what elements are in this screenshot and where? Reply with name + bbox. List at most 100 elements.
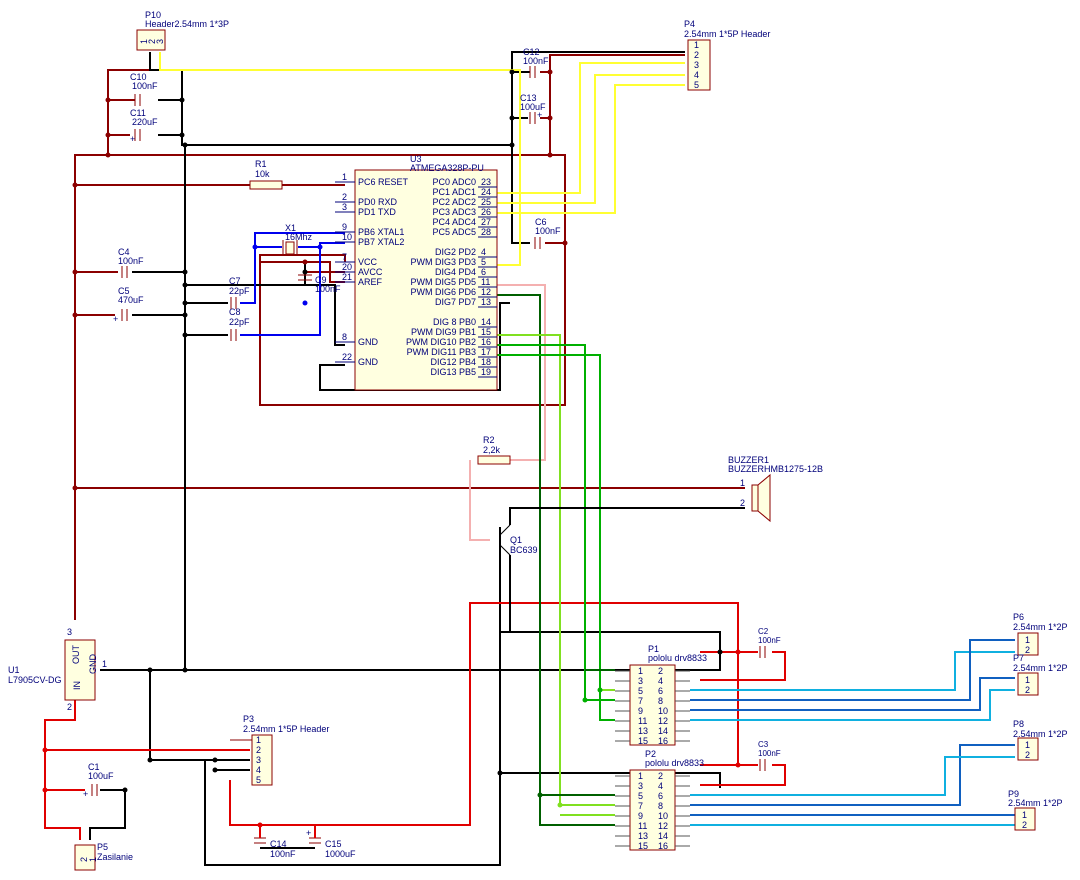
u3-left-pin-name: AVCC	[358, 267, 383, 277]
c4-ref: C4	[118, 247, 130, 257]
drv-pin-num: 5	[638, 791, 643, 801]
u3-left-pin-num: 21	[342, 272, 352, 282]
drv-pin-num: 4	[658, 781, 663, 791]
p5-pin-1: 1	[88, 857, 98, 862]
c5-capacitor: C5 470uF +	[113, 286, 144, 324]
p10-ref: P10	[145, 10, 161, 20]
p9-pin-1: 1	[1022, 810, 1027, 820]
wire-green-pb1	[497, 334, 615, 806]
q1-value: BC639	[510, 545, 538, 555]
drv-pin-num: 6	[658, 686, 663, 696]
c13-ref: C13	[520, 93, 537, 103]
p5-value: Zasilanie	[97, 852, 133, 862]
u3-left-pin-name: PD0 RXD	[358, 197, 398, 207]
u3-right-pin-num: 26	[481, 207, 491, 217]
u3-right-pin-num: 4	[481, 247, 486, 257]
p8-pin-1: 1	[1025, 740, 1030, 750]
drv-pin-num: 10	[658, 706, 668, 716]
c3-value: 100nF	[758, 749, 781, 758]
p3-pin-3: 3	[256, 755, 261, 765]
u3-right-pin-name: PC1 ADC1	[432, 187, 476, 197]
u3-left-pin-num: 10	[342, 232, 352, 242]
c4-value: 100nF	[118, 256, 144, 266]
p6-ref: P6	[1013, 612, 1024, 622]
drv-pin-num: 10	[658, 811, 668, 821]
svg-text:+: +	[130, 134, 135, 144]
p8-pin-2: 2	[1025, 750, 1030, 760]
p10-pin-2: 2	[147, 39, 157, 44]
p10-header: 1 2 3 P10 Header2.54mm 1*3P	[136, 10, 229, 51]
p6-pin-2: 2	[1025, 645, 1030, 655]
wire-green-pd6	[497, 294, 615, 826]
p7-ref: P7	[1013, 653, 1024, 663]
drv-pin-num: 3	[638, 676, 643, 686]
p8-value: 2.54mm 1*2P	[1013, 729, 1068, 739]
wires	[44, 51, 1015, 866]
p4-pin-3: 3	[694, 60, 699, 70]
svg-text:+: +	[113, 314, 118, 324]
u3-right-pin-name: PC5 ADC5	[432, 227, 476, 237]
p4-value: 2.54mm 1*5P Header	[684, 29, 770, 39]
p5-ref: P5	[97, 842, 108, 852]
c2-ref: C2	[758, 627, 769, 636]
wire-gnd-c1	[149, 670, 501, 866]
c9-capacitor: C9 100nF	[298, 274, 341, 294]
drv-pin-num: 8	[658, 801, 663, 811]
wire-yellow-adc2	[497, 74, 685, 204]
c14-ref: C14	[270, 839, 287, 849]
p7-connector: 1 2 P7 2.54mm 1*2P	[1013, 653, 1068, 696]
u3-left-pin-name: PB7 XTAL2	[358, 237, 404, 247]
p3-pin-1: 1	[256, 735, 261, 745]
r2-value: 2,2k	[483, 445, 501, 455]
c13-capacitor: C13 100uF +	[520, 93, 546, 124]
u3-left-pin-name: PB6 XTAL1	[358, 227, 404, 237]
p3-ref: P3	[243, 714, 254, 724]
svg-text:+: +	[537, 110, 542, 120]
wire-green-pb3	[497, 354, 615, 721]
wire-c10-vcc	[107, 69, 150, 155]
drv-pin-num: 5	[638, 686, 643, 696]
wire-out-p7-1	[690, 689, 1015, 721]
drv-pin-num: 16	[658, 841, 668, 851]
u1-regulator: OUT GND IN 3 1 2 U1 L7905CV-DG	[8, 627, 107, 712]
wire-c3b	[700, 764, 786, 786]
u3-right-pin-name: PWM DIG3 PD3	[410, 257, 476, 267]
drv-pin-num: 11	[638, 821, 647, 831]
drv-pin-num: 2	[658, 666, 663, 676]
p4-pin-1: 1	[694, 40, 699, 50]
wire-gnd-c1b	[89, 789, 126, 840]
p3-header: 1 2 3 4 5 P3 2.54mm 1*5P Header	[230, 714, 329, 786]
p6-connector: 1 2 P6 2.54mm 1*2P	[1013, 612, 1068, 656]
u3-value: ATMEGA328P-PU	[410, 163, 484, 173]
drv-pin-num: 9	[638, 811, 643, 821]
u3-right-pin-num: 16	[481, 337, 491, 347]
c10-value: 100nF	[132, 81, 158, 91]
wire-yellow-p10	[159, 52, 521, 266]
q1-ref: Q1	[510, 535, 522, 545]
c2-capacitor: C2 100nF	[758, 627, 781, 658]
drv-pin-num: 14	[658, 831, 668, 841]
junctions	[42, 69, 741, 828]
u3-left-pin-name: GND	[358, 337, 379, 347]
c15-value: 1000uF	[325, 849, 356, 859]
p6-pin-1: 1	[1025, 635, 1030, 645]
u3-right-pin-num: 5	[481, 257, 486, 267]
p4-pin-5: 5	[694, 80, 699, 90]
p3-pin-2: 2	[256, 745, 261, 755]
drv-pin-num: 4	[658, 676, 663, 686]
wire-out-p8-2	[690, 756, 1015, 796]
wire-yellow-adc1	[497, 62, 685, 194]
u3-right-pin-num: 11	[481, 277, 490, 287]
p4-header: 1 2 3 4 5 P4 2.54mm 1*5P Header	[684, 19, 770, 91]
p3-value: 2.54mm 1*5P Header	[243, 724, 329, 734]
u3-right-pin-name: PC2 ADC2	[432, 197, 476, 207]
u3-right-pin-name: DIG4 PD4	[435, 267, 476, 277]
wire-vin	[44, 700, 81, 840]
u3-right-pin-name: PC4 ADC4	[432, 217, 476, 227]
p7-pin-2: 2	[1025, 685, 1030, 695]
r1-resistor: R1 10k	[249, 159, 283, 190]
svg-text:+: +	[306, 828, 311, 838]
